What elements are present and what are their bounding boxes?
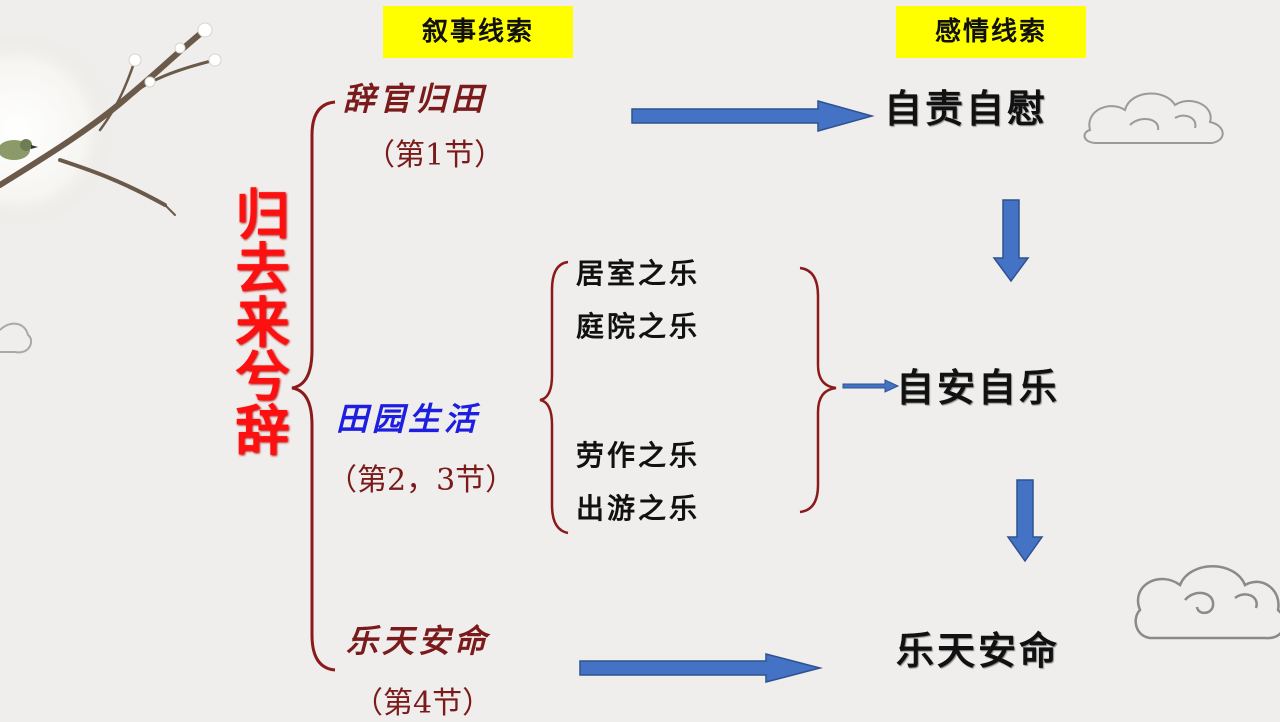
joys-brace-right xyxy=(799,266,837,514)
joys-brace-left xyxy=(539,260,569,535)
bird-decoration xyxy=(0,139,38,160)
arrow-resign-to-selfblame xyxy=(631,100,875,132)
joy-item: 劳作之乐 xyxy=(576,439,701,472)
narrative-1-section: （第1节） xyxy=(365,138,505,173)
narrative-2-section: （第2，3节） xyxy=(327,463,516,498)
emotion-2: 自安自乐 xyxy=(896,365,1061,410)
cloud-decoration-bottom xyxy=(1134,565,1280,640)
narrative-3-section: （第4节） xyxy=(353,686,493,721)
arrow-selfblame-to-peace xyxy=(992,199,1030,283)
arrow-peace-to-contentment xyxy=(1006,479,1044,563)
cloud-decoration-left xyxy=(0,322,33,354)
emotion-1: 自责自慰 xyxy=(884,86,1049,131)
cloud-decoration-top xyxy=(1083,92,1224,144)
joy-item: 庭院之乐 xyxy=(576,310,701,343)
blossom-decoration xyxy=(128,22,222,88)
moon-decoration xyxy=(0,32,116,228)
narrative-2-name: 田园生活 xyxy=(336,400,481,438)
joy-item: 出游之乐 xyxy=(576,492,701,525)
arrow-contentment-to-contentment xyxy=(579,653,823,683)
header-emotion: 感情线索 xyxy=(896,6,1086,58)
narrative-3-name: 乐天安命 xyxy=(346,622,491,660)
joy-item: 居室之乐 xyxy=(576,257,701,290)
main-brace xyxy=(291,100,336,672)
title-vertical: 归去来兮辞 xyxy=(226,186,290,456)
emotion-3: 乐天安命 xyxy=(896,628,1061,673)
header-narrative: 叙事线索 xyxy=(383,6,573,58)
arrow-joys-to-peace xyxy=(842,379,900,393)
narrative-1-name: 辞官归田 xyxy=(343,80,488,118)
